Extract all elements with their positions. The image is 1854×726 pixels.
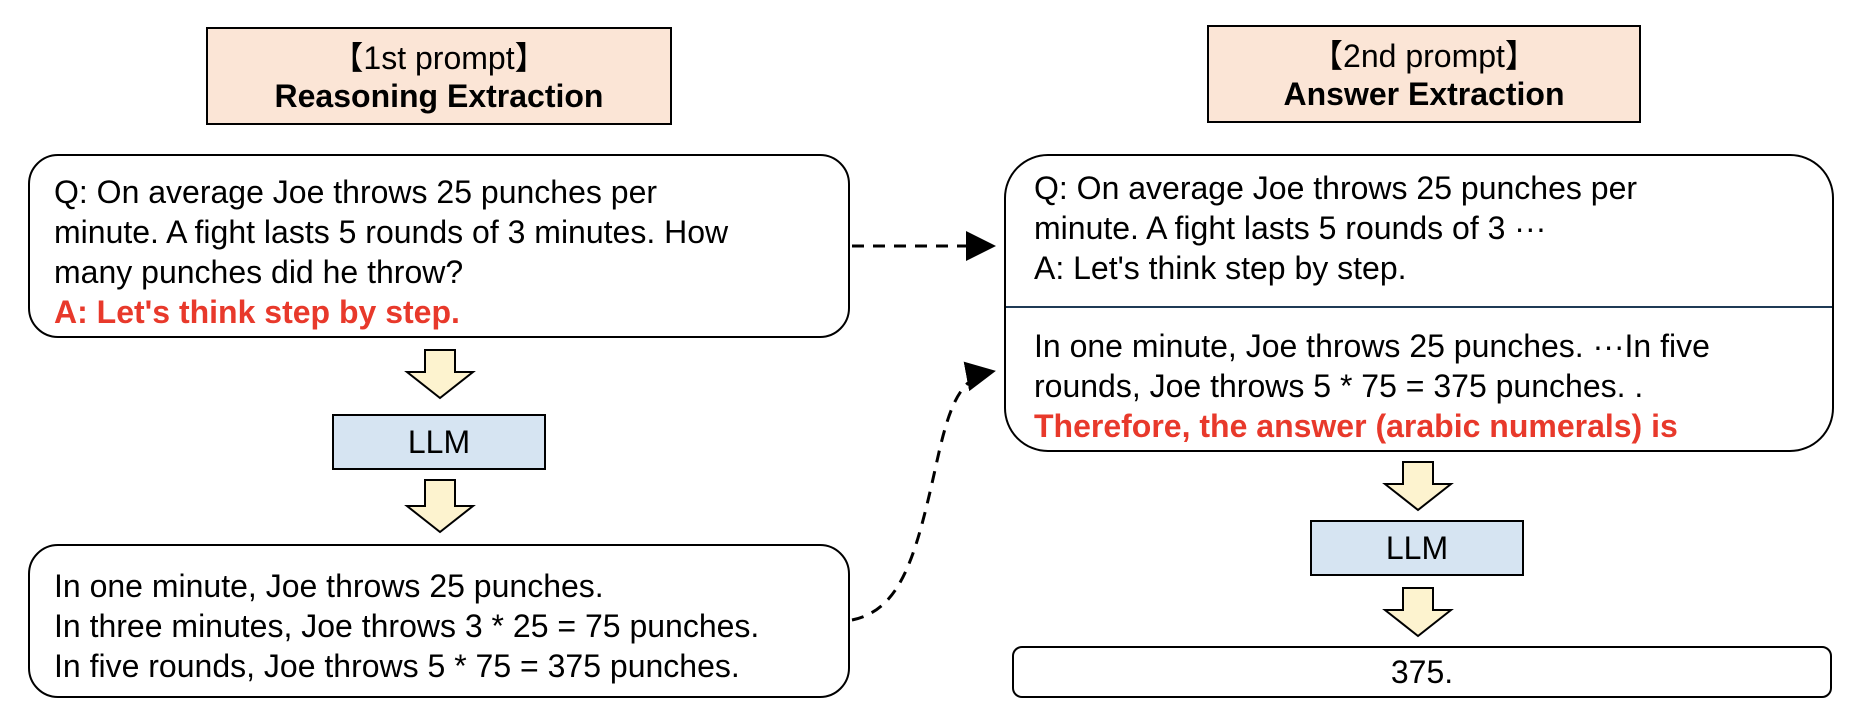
section-divider bbox=[1006, 306, 1832, 308]
reasoning-line: In three minutes, Joe throws 3 * 25 = 75… bbox=[54, 608, 760, 644]
question-line: minute. A fight lasts 5 rounds of 3 minu… bbox=[54, 214, 729, 250]
dashed-arrow-icon bbox=[851, 361, 996, 622]
reasoning-line: In five rounds, Joe throws 5 * 75 = 375 … bbox=[54, 648, 740, 684]
reasoning-line: In one minute, Joe throws 25 punches. bbox=[54, 568, 604, 604]
first-prompt-label: 【1st prompt】 bbox=[331, 40, 547, 76]
down-arrow-icon bbox=[404, 479, 476, 534]
final-answer-box: 375. bbox=[1012, 646, 1832, 698]
first-prompt-header: 【1st prompt】 Reasoning Extraction bbox=[206, 27, 672, 125]
first-llm-box: LLM bbox=[332, 414, 546, 470]
down-arrow-icon bbox=[1382, 461, 1454, 512]
second-llm-box: LLM bbox=[1310, 520, 1524, 576]
second-prompt-box: Q: On average Joe throws 25 punches per … bbox=[1004, 154, 1834, 452]
second-llm-label: LLM bbox=[1385, 530, 1449, 566]
question-line: Q: On average Joe throws 25 punches per bbox=[54, 174, 658, 210]
question-line: minute. A fight lasts 5 rounds of 3 ··· bbox=[1034, 210, 1547, 246]
down-arrow-icon bbox=[404, 349, 476, 400]
down-arrow-icon bbox=[1382, 587, 1454, 638]
final-answer: 375. bbox=[1390, 654, 1454, 690]
second-prompt-title: Answer Extraction bbox=[1283, 76, 1565, 112]
first-llm-label: LLM bbox=[407, 424, 471, 460]
step-by-step-trigger: A: Let's think step by step. bbox=[54, 294, 460, 330]
first-prompt-title: Reasoning Extraction bbox=[274, 78, 604, 114]
second-prompt-question-section: Q: On average Joe throws 25 punches per … bbox=[1034, 168, 1637, 288]
reasoning-output-box: In one minute, Joe throws 25 punches. In… bbox=[28, 544, 850, 698]
question-line: Q: On average Joe throws 25 punches per bbox=[1034, 170, 1638, 206]
second-prompt-header: 【2nd prompt】 Answer Extraction bbox=[1207, 25, 1641, 123]
question-line: many punches did he throw? bbox=[54, 254, 464, 290]
first-prompt-question-box: Q: On average Joe throws 25 punches per … bbox=[28, 154, 850, 338]
second-prompt-label: 【2nd prompt】 bbox=[1311, 38, 1537, 74]
question-line: A: Let's think step by step. bbox=[1034, 250, 1407, 286]
reasoning-line: In one minute, Joe throws 25 punches. ··… bbox=[1034, 328, 1710, 364]
reasoning-line: rounds, Joe throws 5 * 75 = 375 punches.… bbox=[1034, 368, 1644, 404]
second-prompt-reasoning-section: In one minute, Joe throws 25 punches. ··… bbox=[1034, 326, 1710, 446]
answer-trigger: Therefore, the answer (arabic numerals) … bbox=[1034, 408, 1678, 444]
